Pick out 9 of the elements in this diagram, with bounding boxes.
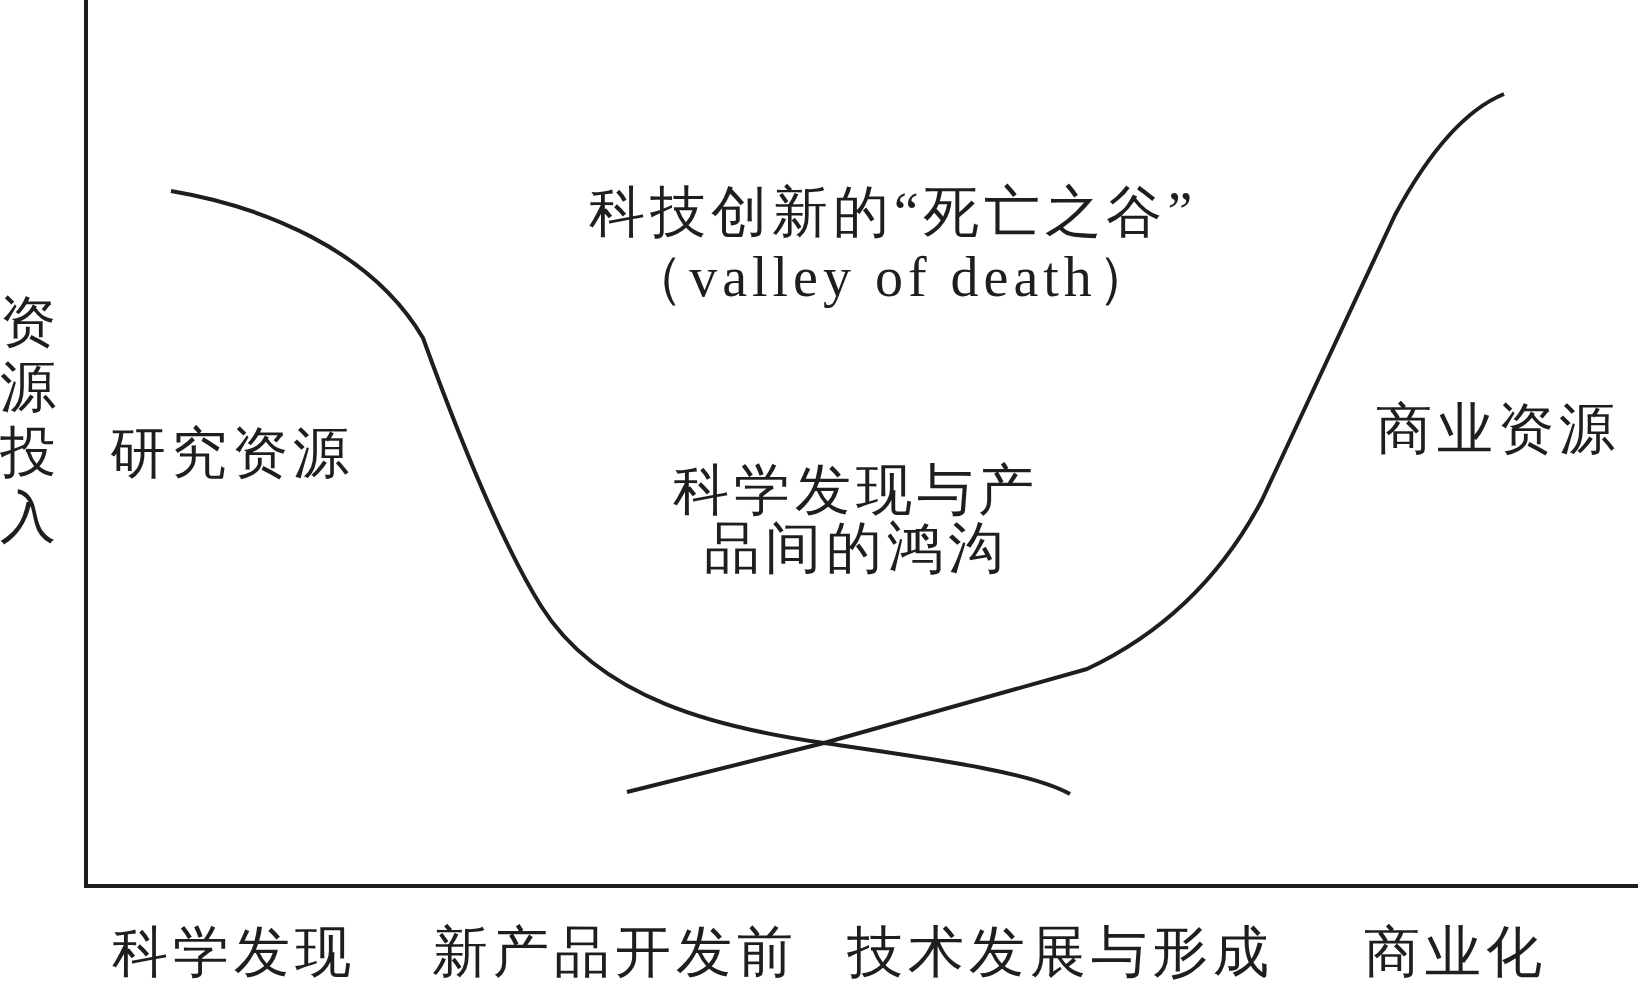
stage-label: 技术发展与形成 bbox=[847, 924, 1274, 980]
curve-label: 商业资源 bbox=[1376, 401, 1620, 457]
heading-text: 科技创新的“死亡之谷”（valley of death） bbox=[587, 180, 1199, 310]
annotation-text: 科学发现与产品间的鸿沟 bbox=[672, 461, 1040, 577]
stage-label: 商业化 bbox=[1364, 924, 1547, 980]
stage-label: 科学发现 bbox=[112, 924, 356, 980]
curve-label: 研究资源 bbox=[110, 425, 354, 481]
axis-title: 资源投入 bbox=[0, 290, 62, 550]
stage-label: 新产品开发前 bbox=[432, 924, 798, 980]
